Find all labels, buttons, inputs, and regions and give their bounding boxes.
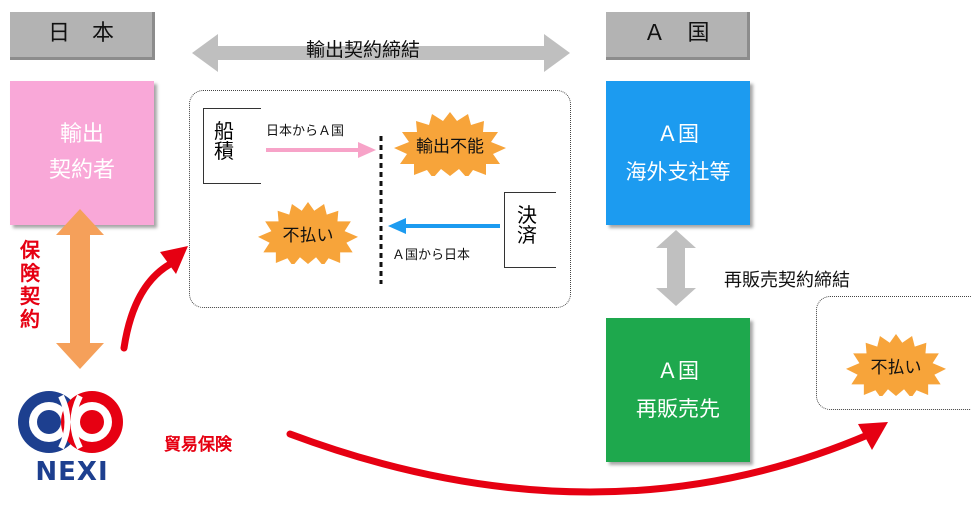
country-a-header: Ａ 国 [606,12,750,60]
subsidiary-line2: 海外支社等 [625,160,731,184]
starburst-nonpayment-1: 不払い [258,202,358,264]
starburst-export-impossible: 輸出不能 [394,112,506,176]
shipping-char-1: 船 [214,119,234,143]
resale-arrow [656,230,696,306]
export-contract-arrow [192,34,570,72]
japan-header: 日 本 [10,12,155,60]
reseller-box: Ａ国 再販売先 [606,318,750,462]
insurance-char-4: 約 [20,307,40,331]
nexi-logo-text: NEXI [35,457,109,487]
resale-risk-frame [816,296,971,410]
to-country-a-label: 日本からＡ国 [266,124,345,139]
settlement-char-2: 済 [517,223,537,247]
insurance-char-2: 険 [20,261,40,285]
nonpayment-2-label: 不払い [870,357,922,378]
settlement-document: 決 済 [504,192,556,268]
insurance-contract-label: 保 険 契 約 [20,239,40,331]
export-contract-label: 輸出契約締結 [306,39,421,61]
reseller-line2: 再販売先 [636,397,720,421]
insurance-char-1: 保 [20,238,40,262]
to-japan-arrow [388,218,500,234]
insurance-contract-arrow [56,209,104,369]
exporter-box: 輸出 契約者 [10,81,154,225]
to-japan-label: Ａ国から日本 [392,248,471,263]
reseller-line1: Ａ国 [657,359,699,383]
exporter-line1: 輸出 [59,122,104,147]
trade-insurance-label: 貿易保険 [164,435,232,455]
subsidiary-box: Ａ国 海外支社等 [606,81,750,225]
resale-contract-label: 再販売契約締結 [724,270,850,291]
risk-arrow-resale [286,422,888,496]
divider-line [379,136,383,284]
export-impossible-label: 輸出不能 [416,136,484,157]
subsidiary-line1: Ａ国 [657,122,699,146]
starburst-nonpayment-2: 不払い [846,334,946,396]
shipping-document: 船 積 [203,108,261,184]
nonpayment-1-label: 不払い [282,225,334,246]
insurance-char-3: 契 [20,284,40,308]
to-country-a-arrow [266,142,376,158]
risk-arrow-export [120,246,188,352]
nexi-logo-icon [18,391,123,453]
exporter-line2: 契約者 [48,158,115,183]
shipping-char-2: 積 [214,139,234,163]
settlement-char-1: 決 [517,203,537,227]
contract-frame [189,90,571,308]
